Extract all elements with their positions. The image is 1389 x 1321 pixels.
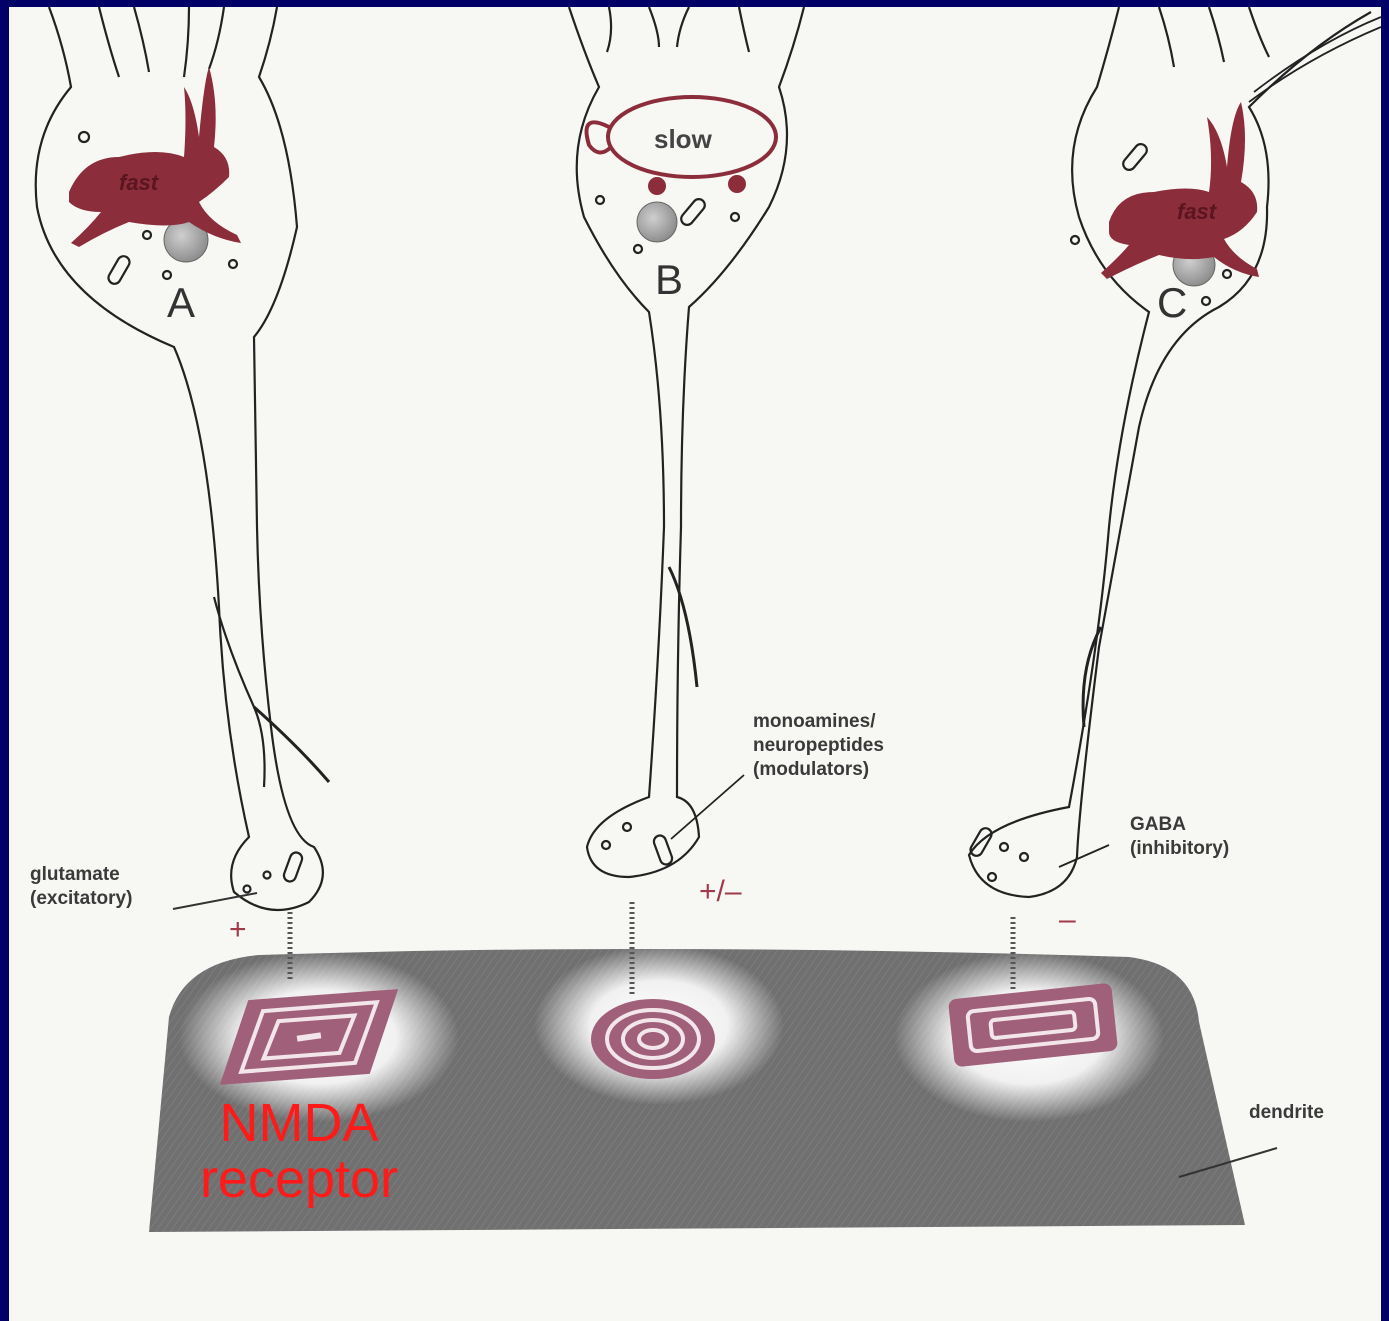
nmda-receptor-annotation: NMDA receptor: [159, 1095, 439, 1207]
speed-label-a: fast: [119, 170, 158, 196]
gaba-label-line1: GABA: [1130, 813, 1229, 837]
neuron-a: [36, 7, 329, 910]
dendrite-label: dendrite: [1249, 1101, 1324, 1125]
modulator-sign: +/–: [699, 877, 742, 907]
speed-label-b: slow: [654, 124, 712, 155]
glutamate-label: glutamate (excitatory): [30, 863, 132, 911]
neuron-letter-b: B: [655, 259, 683, 301]
modulators-label: monoamines/ neuropeptides (modulators): [753, 710, 884, 782]
nucleus-b: [637, 202, 677, 242]
excitatory-sign: +: [229, 915, 247, 945]
receptor-b-icon: [591, 999, 715, 1079]
glutamate-label-line1: glutamate: [30, 863, 132, 887]
nmda-line1: NMDA: [159, 1095, 439, 1151]
nmda-line2: receptor: [159, 1151, 439, 1207]
diagram-canvas: fast slow fast A B C glutamate (excitato…: [9, 7, 1381, 1321]
rabbit-c-icon: [1101, 102, 1259, 279]
gaba-label-line2: (inhibitory): [1130, 837, 1229, 861]
neuron-letter-c: C: [1157, 282, 1187, 324]
neuron-c: [968, 7, 1381, 897]
inhibitory-sign: –: [1059, 905, 1076, 935]
modulators-label-line1: monoamines/: [753, 710, 884, 734]
modulators-label-line2: neuropeptides: [753, 734, 884, 758]
glutamate-label-line2: (excitatory): [30, 887, 132, 911]
modulators-label-line3: (modulators): [753, 758, 884, 782]
rabbit-a-icon: [69, 67, 241, 247]
speed-label-c: fast: [1177, 199, 1216, 225]
neuron-letter-a: A: [167, 282, 195, 324]
gaba-label: GABA (inhibitory): [1130, 813, 1229, 861]
